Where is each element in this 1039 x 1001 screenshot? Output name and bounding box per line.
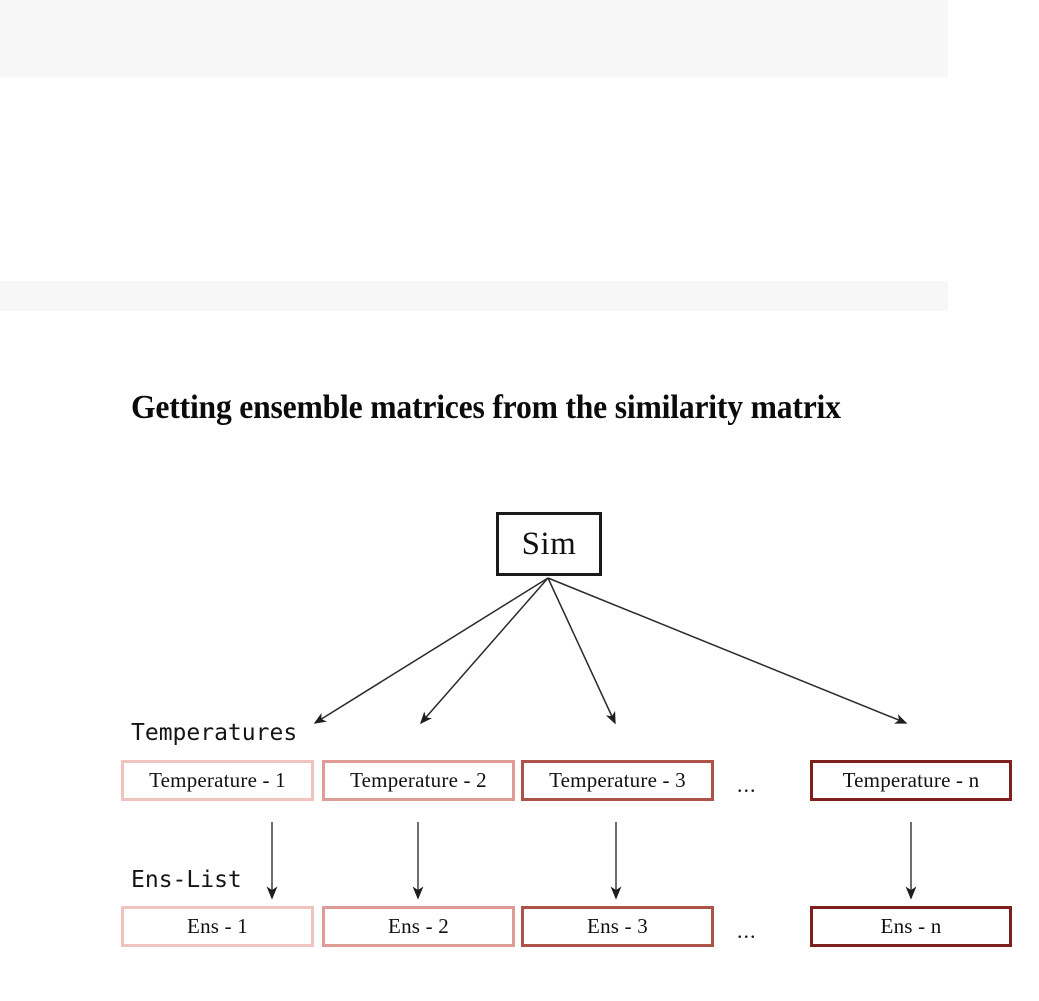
node-ens-2[interactable]: Ens - 2 xyxy=(322,906,515,947)
node-temperature-2[interactable]: Temperature - 2 xyxy=(322,760,515,801)
node-ens-1[interactable]: Ens - 1 xyxy=(121,906,314,947)
group-label-temperatures: Temperatures xyxy=(131,720,298,746)
ellipsis-ens-list: ... xyxy=(737,918,757,943)
arrow-sim-to-temperature-2 xyxy=(420,577,549,725)
ellipsis-temperatures: ... xyxy=(737,772,757,797)
fanout-arrows xyxy=(313,577,908,725)
arrow-sim-to-temperature-n xyxy=(547,577,908,724)
node-ens-3[interactable]: Ens - 3 xyxy=(521,906,714,947)
node-temperature-n[interactable]: Temperature - n xyxy=(810,760,1012,801)
node-ens-n[interactable]: Ens - n xyxy=(810,906,1012,947)
vertical-arrows xyxy=(266,822,917,900)
page-band-top xyxy=(0,0,948,77)
node-temperature-3[interactable]: Temperature - 3 xyxy=(521,760,714,801)
node-temperature-1[interactable]: Temperature - 1 xyxy=(121,760,314,801)
page-title: Getting ensemble matrices from the simil… xyxy=(131,389,841,426)
node-sim[interactable]: Sim xyxy=(496,512,602,576)
arrow-sim-to-temperature-3 xyxy=(547,577,616,725)
arrow-sim-to-temperature-1 xyxy=(313,577,549,724)
group-label-ens-list: Ens-List xyxy=(131,867,242,893)
page-band-middle xyxy=(0,281,948,311)
